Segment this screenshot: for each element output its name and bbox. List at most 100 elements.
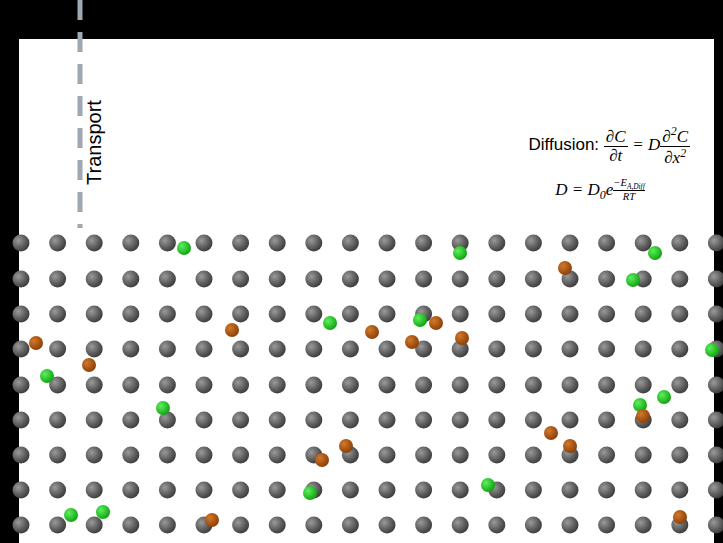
host-atom [379,517,396,534]
fraction: ∂C∂t [604,128,628,165]
host-atom [86,235,103,252]
green-atom [177,241,191,255]
host-atom [562,412,579,429]
host-atom [13,482,30,499]
diffusion-equation: Diffusion: ∂C∂t = D∂2C∂x2 [529,125,690,167]
host-atom [196,341,213,358]
host-atom [635,447,652,464]
host-atom [159,377,176,394]
brown-atom [82,358,96,372]
host-atom [159,517,176,534]
host-atom [379,377,396,394]
equation-text: ∂t [609,146,622,165]
host-atom [122,447,139,464]
host-atom [305,377,322,394]
host-atom [415,271,432,288]
equation-text: − [613,177,620,188]
host-atom [49,412,66,429]
host-atom [379,271,396,288]
host-atom [379,412,396,429]
host-atom [671,306,688,323]
host-atom [269,271,286,288]
host-atom [342,517,359,534]
host-atom [525,235,542,252]
host-atom [86,482,103,499]
host-atom [159,341,176,358]
host-atom [452,482,469,499]
equation-text: D = D [555,180,600,199]
host-atom [525,306,542,323]
green-atom [64,508,78,522]
host-atom [415,447,432,464]
host-atom [13,306,30,323]
host-atom [305,235,322,252]
host-atom [671,271,688,288]
host-atom [122,271,139,288]
green-atom [453,246,467,260]
host-atom [562,517,579,534]
host-atom [196,306,213,323]
host-atom [671,447,688,464]
equation-text: ∂ [662,127,670,146]
transport-label: Transport [83,100,106,185]
host-atom [86,306,103,323]
host-atom [232,271,249,288]
host-atom [635,377,652,394]
green-atom [40,369,54,383]
host-atom [49,235,66,252]
host-atom [415,235,432,252]
host-atom [488,306,505,323]
host-atom [49,482,66,499]
brown-atom [563,439,577,453]
host-atom [86,271,103,288]
host-atom [232,306,249,323]
host-atom [13,341,30,358]
host-atom [452,412,469,429]
host-atom [305,412,322,429]
host-atom [342,235,359,252]
host-atom [379,482,396,499]
host-atom [49,341,66,358]
host-atom [196,447,213,464]
brown-atom [205,513,219,527]
host-atom [671,482,688,499]
green-atom [96,505,110,519]
host-atom [305,271,322,288]
brown-atom [315,453,329,467]
host-atom [13,412,30,429]
host-atom [379,341,396,358]
host-atom [86,412,103,429]
host-atom [488,377,505,394]
host-atom [13,377,30,394]
green-atom [323,316,337,330]
host-atom [196,412,213,429]
host-atom [452,271,469,288]
host-atom [269,235,286,252]
host-atom [562,306,579,323]
host-atom [598,412,615,429]
host-atom [49,447,66,464]
host-atom [342,482,359,499]
host-atom [708,271,723,288]
host-atom [488,235,505,252]
host-atom [269,377,286,394]
fraction: ∂2C∂x2 [660,125,690,167]
host-atom [708,377,723,394]
host-atom [525,447,542,464]
host-atom [49,306,66,323]
host-atom [305,306,322,323]
host-atom [488,517,505,534]
host-atom [671,341,688,358]
brown-atom [365,325,379,339]
host-atom [159,447,176,464]
equation-label: Diffusion: [529,135,600,154]
host-atom [598,517,615,534]
host-atom [598,271,615,288]
host-atom [86,517,103,534]
host-atom [598,306,615,323]
green-atom [481,478,495,492]
host-atom [269,306,286,323]
host-atom [488,447,505,464]
green-atom [303,486,317,500]
host-atom [86,377,103,394]
